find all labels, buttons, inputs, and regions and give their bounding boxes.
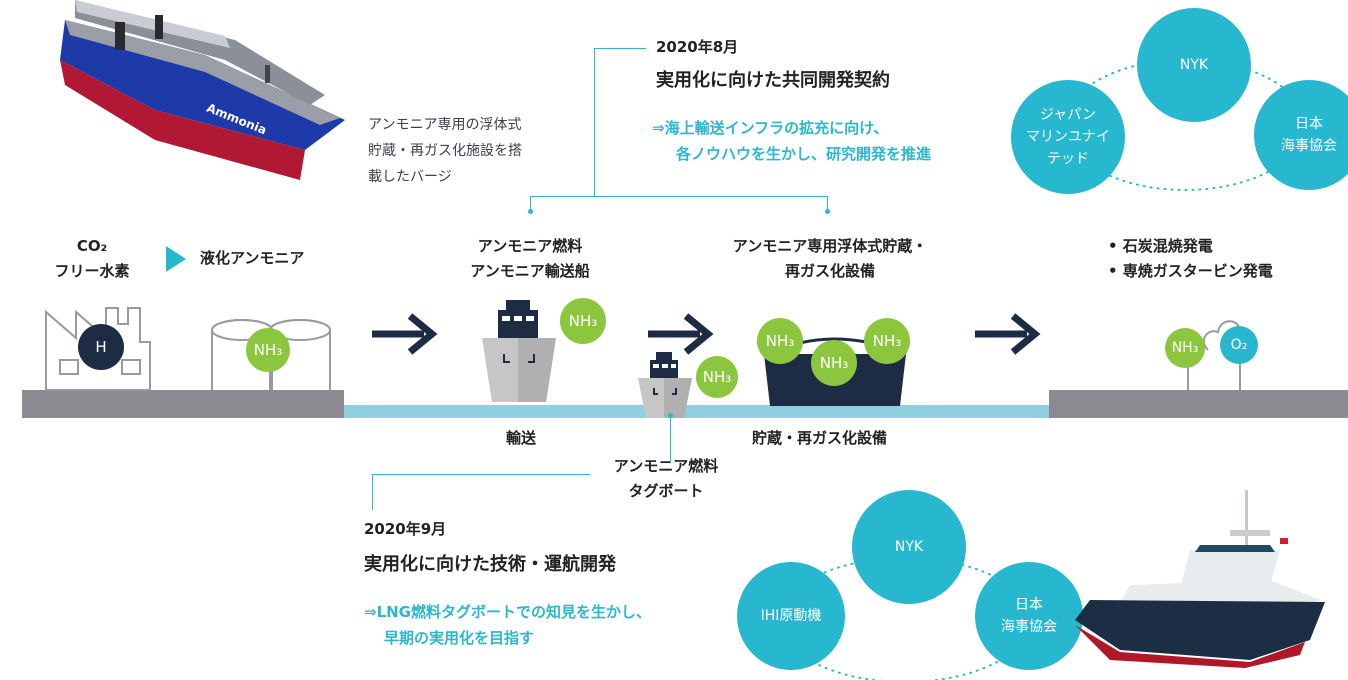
partner-jmu-line: マリンユナイ <box>1026 129 1110 145</box>
transport-label: 輸送 <box>506 429 537 447</box>
partner-nyk-top: NYK <box>1137 8 1251 122</box>
bottom-connector-v <box>372 474 373 510</box>
bottom-connector-drop <box>670 416 671 462</box>
ground-right <box>1049 390 1348 418</box>
co2-free-hydrogen-label: CO₂ フリー水素 <box>52 234 132 284</box>
partner-jmu-line: ジャパン <box>1040 107 1096 123</box>
partner-classnk-line: 日本 <box>1015 597 1043 613</box>
barge-caption-line: 載したバージ <box>368 169 452 185</box>
top-project-date: 2020年8月 <box>656 38 739 56</box>
bottom-project-desc-1: ⇒LNG燃料タグボートでの知見を生かし、 <box>364 603 651 621</box>
partner-jmu: ジャパン マリンユナイ テッド <box>1011 80 1125 194</box>
tugboat-icon <box>638 352 692 418</box>
storage-facility-label: アンモニア専用浮体式貯蔵・ 再ガス化設備 <box>700 234 960 284</box>
arrow-right-icon <box>975 313 1041 355</box>
nh3-badge-tank: NH₃ <box>246 328 290 372</box>
fuel-carrier-label: アンモニア燃料 アンモニア輸送船 <box>450 234 610 284</box>
barge-image: Ammonia <box>55 0 355 190</box>
free-hydrogen-label: フリー水素 <box>54 262 130 280</box>
nh3-badge-power: NH₃ <box>1165 328 1205 368</box>
tugboat-label-line: タグボート <box>628 482 704 500</box>
storage-regas-label: 貯蔵・再ガス化設備 <box>752 429 888 447</box>
bottom-project-title: 実用化に向けた技術・運航開発 <box>364 554 616 575</box>
top-connector-right-drop <box>827 196 828 210</box>
top-project-desc-1: ⇒海上輸送インフラの拡充に向け、 <box>652 119 889 137</box>
power-uses-list: • 石炭混焼発電 • 専焼ガスタービン発電 <box>1108 234 1273 284</box>
top-project-title: 実用化に向けた共同開発契約 <box>656 70 890 91</box>
tugboat-label-line: アンモニア燃料 <box>613 457 719 475</box>
bottom-project-desc-2: 早期の実用化を目指す <box>384 629 535 647</box>
barge-caption-line: アンモニア専用の浮体式 <box>368 117 522 133</box>
fuel-carrier-line: アンモニア輸送船 <box>470 262 590 280</box>
bottom-project-date: 2020年9月 <box>364 520 447 538</box>
partner-ihi: IHI原動機 <box>737 562 845 670</box>
nh3-badge-carrier: NH₃ <box>560 298 606 344</box>
power-use-item: • 石炭混焼発電 <box>1108 237 1213 255</box>
fuel-carrier-line: アンモニア燃料 <box>477 237 583 255</box>
o2-badge: O₂ <box>1220 326 1258 364</box>
bottom-connector-dot <box>668 413 673 418</box>
partner-nyk-bottom: NYK <box>852 490 966 604</box>
storage-facility-line: 再ガス化設備 <box>784 262 875 280</box>
partner-classnk-top: 日本 海事協会 <box>1254 80 1348 190</box>
top-project-desc-2: 各ノウハウを生かし、研究開発を推進 <box>676 145 932 163</box>
nh3-badge-storage-left: NH₃ <box>757 318 803 364</box>
nh3-badge-storage-center: NH₃ <box>811 340 857 386</box>
top-connector-v <box>594 48 595 196</box>
water-band <box>344 405 1049 418</box>
tugboat-label: アンモニア燃料 タグボート <box>596 454 736 504</box>
partner-jmu-line: テッド <box>1047 151 1089 167</box>
barge-caption: アンモニア専用の浮体式 貯蔵・再ガス化施設を搭 載したバージ <box>368 112 522 190</box>
top-connector-h <box>594 48 646 49</box>
nh3-badge-storage-right: NH₃ <box>864 318 910 364</box>
arrow-right-icon <box>648 313 714 355</box>
ammonia-carrier-ship-icon <box>482 300 556 402</box>
partner-classnk-line: 海事協会 <box>1281 138 1337 154</box>
arrow-right-icon <box>372 313 438 355</box>
partner-classnk-line: 日本 <box>1295 116 1323 132</box>
play-triangle-icon <box>166 246 186 272</box>
partner-classnk-line: 海事協会 <box>1001 619 1057 635</box>
power-use-item: • 専焼ガスタービン発電 <box>1108 262 1273 280</box>
factory-icon <box>45 307 151 391</box>
ground-left <box>22 390 344 418</box>
bottom-connector-h <box>372 474 590 475</box>
top-connector-dot-left <box>528 209 533 214</box>
barge-caption-line: 貯蔵・再ガス化施設を搭 <box>368 143 522 159</box>
co2-label: CO₂ <box>76 237 108 255</box>
liquid-ammonia-label: 液化アンモニア <box>200 249 305 267</box>
top-connector-dot-right <box>825 209 830 214</box>
top-connector-bar <box>530 196 828 197</box>
tugboat-image <box>1075 490 1325 668</box>
nh3-badge-tugboat: NH₃ <box>696 356 738 398</box>
partner-classnk-bottom: 日本 海事協会 <box>975 562 1083 670</box>
storage-facility-line: アンモニア専用浮体式貯蔵・ <box>732 237 928 255</box>
top-connector-left-drop <box>530 196 531 210</box>
hydrogen-icon: H <box>78 324 124 370</box>
